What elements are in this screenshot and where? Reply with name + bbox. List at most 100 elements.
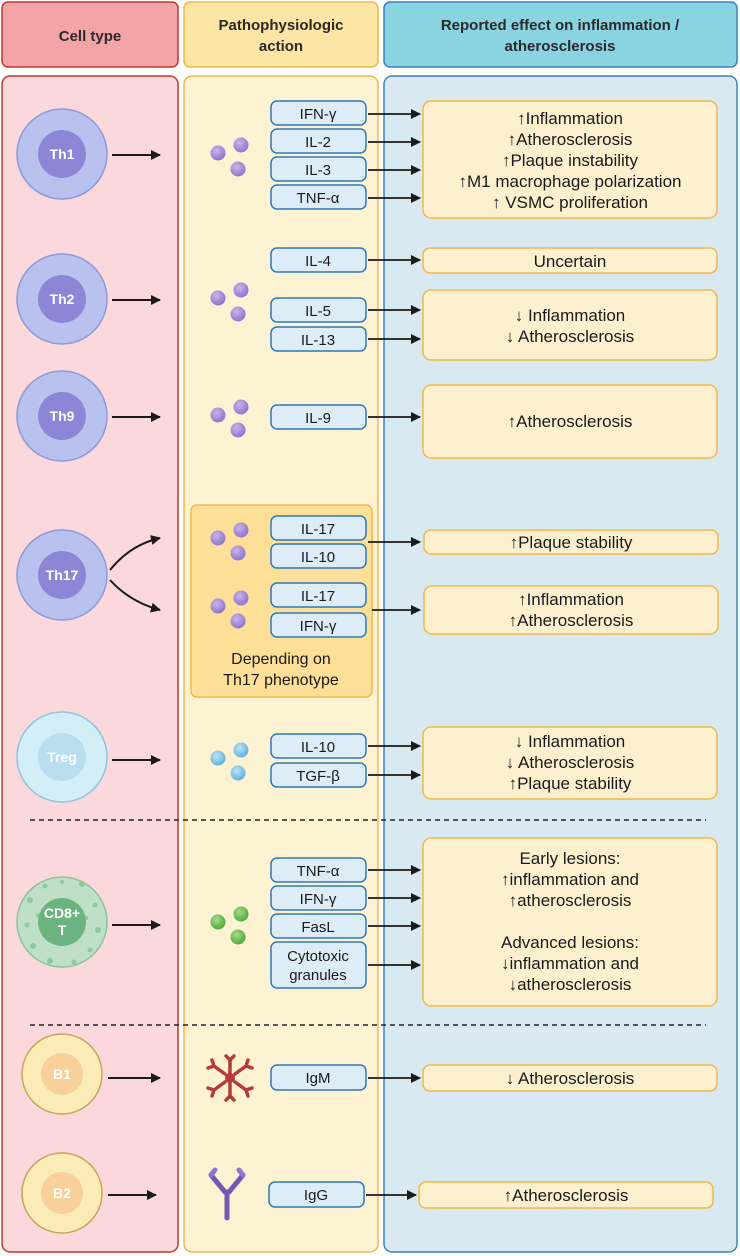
cytokine-dot <box>233 137 249 153</box>
cytokine-box-tgf-beta <box>270 762 367 788</box>
th17-arrow-down <box>109 579 161 613</box>
row-th17: Th17 IL-17 IL-10 IL-17 IFN-γ Depending o… <box>16 504 719 698</box>
cytokine-label: IL-17 <box>301 588 335 605</box>
th17-note-line1: Depending on <box>231 651 331 668</box>
cytokine-dot <box>230 306 246 322</box>
effect-line: ↑Plaque instability <box>502 151 639 170</box>
cytokine-box-ifn-gamma <box>270 885 367 911</box>
th17-cytokine-dots-b <box>210 590 249 629</box>
effect-line: ↑atherosclerosis <box>509 891 632 910</box>
effect-line: ↓atherosclerosis <box>509 975 632 994</box>
effect-line: ↑Atherosclerosis <box>508 130 633 149</box>
th2-cytokine-dots <box>210 282 249 322</box>
cytokine-box-ifn-gamma <box>270 612 367 638</box>
b2-nucleus <box>41 1172 83 1214</box>
cytokine-box-cytotoxic-granules <box>270 941 367 989</box>
effect-line: ↑Atherosclerosis <box>508 412 633 431</box>
antibody-box-igg <box>268 1181 365 1208</box>
th1-label: Th1 <box>50 146 75 162</box>
cd8-nucleus <box>38 898 86 946</box>
effect-line: ↑Inflammation <box>517 109 623 128</box>
cytokine-dot <box>233 590 249 606</box>
effect-line: ↑Atherosclerosis <box>504 1186 629 1205</box>
cytokine-box-il3 <box>270 156 367 182</box>
cd8-label-line2: T <box>58 922 67 938</box>
effect-box-cd8 <box>422 837 718 1007</box>
cytokine-label: IgM <box>305 1070 330 1087</box>
effect-line: ↓ Inflammation <box>515 306 626 325</box>
cytokine-dot <box>230 161 246 177</box>
effect-line: ↑ VSMC proliferation <box>492 193 648 212</box>
header-action-box <box>183 1 379 68</box>
cytokine-label: IL-17 <box>301 521 335 538</box>
cytokine-label: granules <box>289 967 347 984</box>
igm-pentamer-icon <box>206 1054 254 1102</box>
header-action-line1: Pathophysiologic <box>218 17 343 34</box>
effect-line: ↑Atherosclerosis <box>509 611 634 630</box>
cytokine-box-il9 <box>270 404 367 430</box>
header-cell-type-box <box>1 1 179 68</box>
cytokine-label: IL-9 <box>305 410 331 427</box>
cytokine-dot <box>230 613 246 629</box>
header-effect-line2: atherosclerosis <box>505 38 616 55</box>
effect-box-b2 <box>418 1181 714 1209</box>
row-treg: Treg IL-10 TGF-β ↓ Inflammation ↓ Athero… <box>16 711 718 803</box>
effect-line: Advanced lesions: <box>501 933 639 952</box>
row-b2: B2 IgG ↑Atherosclerosis <box>21 1152 714 1234</box>
cytokine-dot <box>233 906 249 922</box>
cytokine-dot <box>230 765 246 781</box>
cytokine-box-il4 <box>270 247 367 273</box>
cytokine-label: IL-5 <box>305 303 331 320</box>
cytokine-box-ifn-gamma <box>270 100 367 126</box>
cd8-label-line1: CD8+ <box>44 905 80 921</box>
row-th1: Th1 IFN-γ IL-2 IL-3 TNF-α ↑Inflammation … <box>16 100 718 219</box>
cytokine-dot <box>233 399 249 415</box>
th9-label: Th9 <box>50 408 75 424</box>
th17-note-line2: Th17 phenotype <box>223 672 339 689</box>
cytokine-dot <box>233 742 249 758</box>
effect-line: ↑M1 macrophage polarization <box>458 172 681 191</box>
cytokine-label: Cytotoxic <box>287 948 349 965</box>
effect-box-b1 <box>422 1064 718 1092</box>
cytokine-label: IL-10 <box>301 549 335 566</box>
effect-line: ↓ Inflammation <box>515 732 626 751</box>
antibody-box-igm <box>270 1064 367 1091</box>
row-th2: Th2 IL-4 IL-5 IL-13 Uncertain ↓ Inflamma… <box>16 247 718 361</box>
effect-box-th1 <box>422 100 718 219</box>
effect-line: ↓ Atherosclerosis <box>506 1069 635 1088</box>
effect-line: ↑Plaque stability <box>509 774 632 793</box>
cytokine-dot <box>230 929 246 945</box>
th2-nucleus <box>38 275 86 323</box>
effect-box-th17-a <box>423 529 719 555</box>
row-cd8: CD8+ T TNF-α IFN-γ FasL Cytotoxic granul… <box>16 837 718 1007</box>
cytokine-label: IFN-γ <box>300 618 337 635</box>
cytokine-label: TNF-α <box>297 190 340 207</box>
cytokine-label: IFN-γ <box>300 891 337 908</box>
cytokine-box-il10 <box>270 733 367 759</box>
header-effect-box <box>383 1 738 68</box>
effect-box-th2 <box>422 289 718 361</box>
b1-nucleus <box>41 1053 83 1095</box>
effect-line: ↓ Atherosclerosis <box>506 753 635 772</box>
cytokine-dot <box>210 914 226 930</box>
b2-label: B2 <box>53 1185 71 1201</box>
th17-cytokine-dots-a <box>210 522 249 561</box>
effect-line: ↑inflammation and <box>501 870 639 889</box>
cytokine-box-tnf-alpha <box>270 184 367 210</box>
cytokine-dot <box>233 522 249 538</box>
effect-line: ↑Plaque stability <box>510 533 633 552</box>
cytokine-dot <box>210 530 226 546</box>
effect-line: Uncertain <box>534 252 607 271</box>
th1-nucleus <box>38 130 86 178</box>
cytokine-label: IFN-γ <box>300 106 337 123</box>
th1-cytokine-dots <box>210 137 249 177</box>
treg-cytokine-dots <box>210 742 249 781</box>
th9-cytokine-dots <box>210 399 249 438</box>
effect-box-th2-uncertain <box>422 247 718 274</box>
cytokine-label: IgG <box>304 1187 328 1204</box>
row-th9: Th9 IL-9 ↑Atherosclerosis <box>16 370 718 462</box>
b1-label: B1 <box>53 1066 71 1082</box>
effect-box-th17-b <box>423 585 719 635</box>
cytokine-dot <box>230 545 246 561</box>
cytokine-label: FasL <box>301 919 334 936</box>
